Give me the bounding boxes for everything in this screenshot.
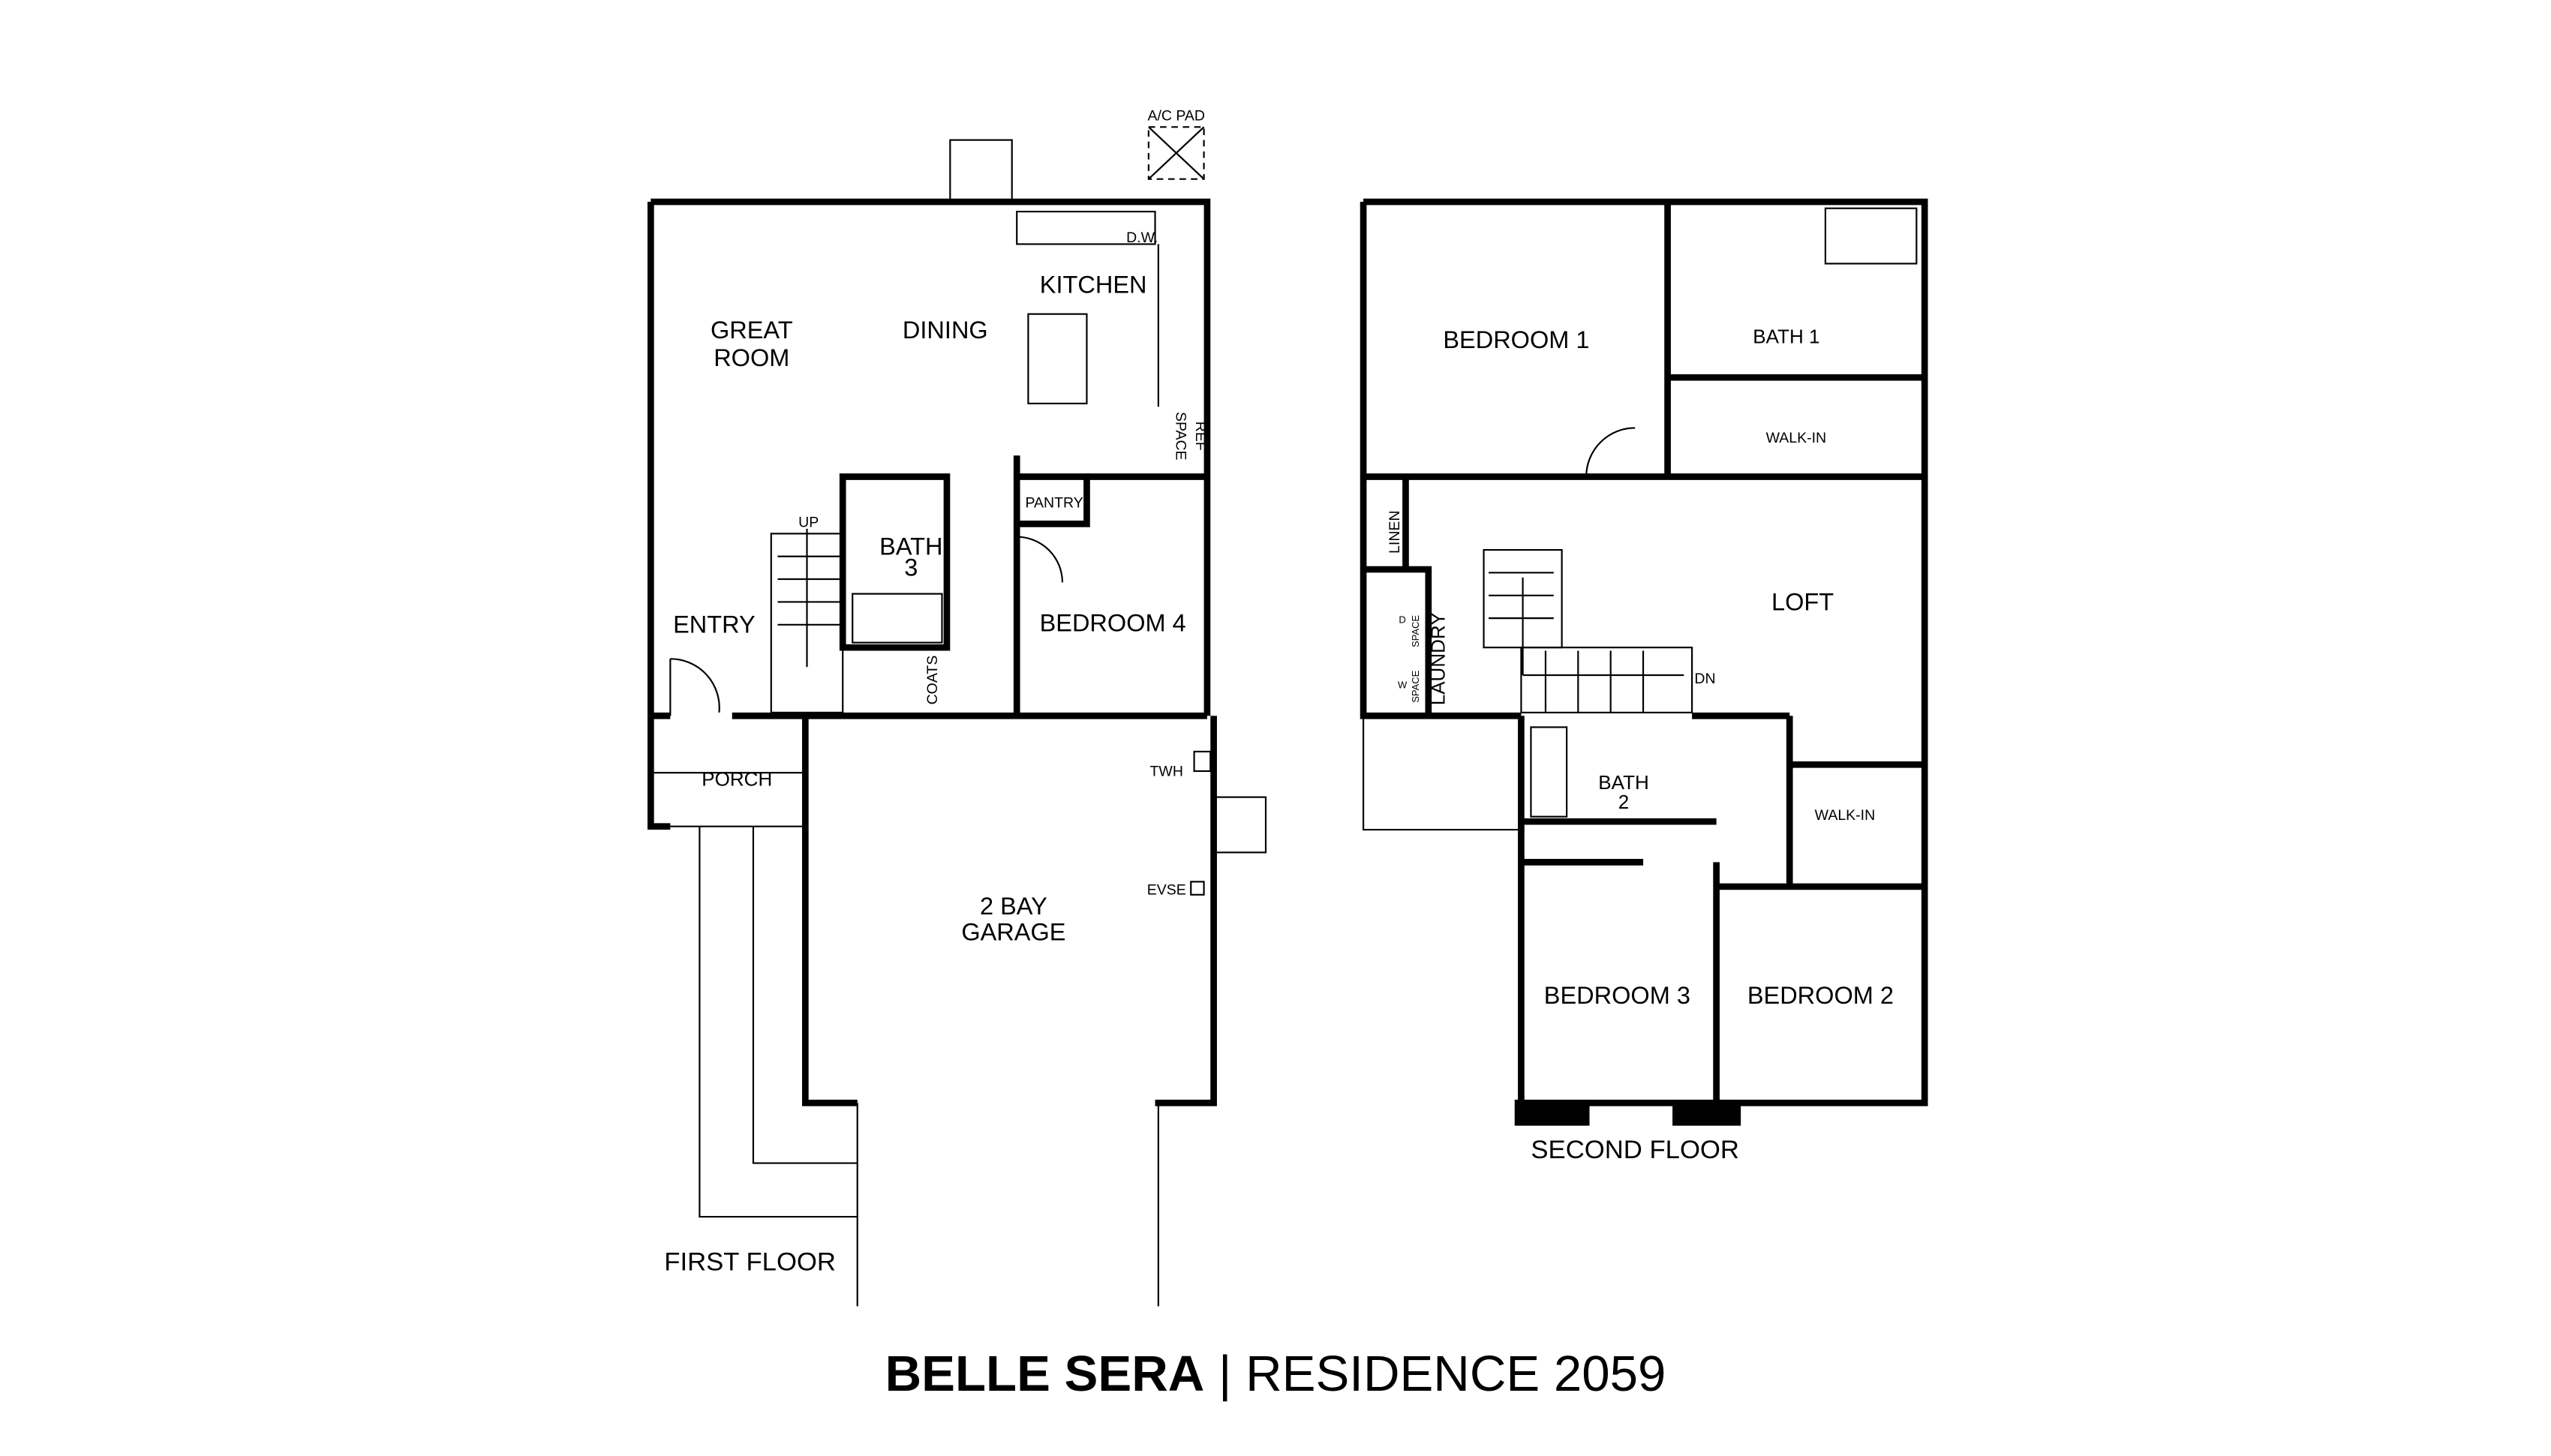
great-room-label: GREAT bbox=[711, 317, 793, 344]
bedroom2-label: BEDROOM 2 bbox=[1747, 982, 1894, 1009]
plan-title: BELLE SERA | RESIDENCE 2059 bbox=[885, 1346, 1666, 1402]
bedroom1-label: BEDROOM 1 bbox=[1443, 326, 1589, 353]
first-floor-caption: FIRST FLOOR bbox=[664, 1248, 836, 1277]
washer-label: W bbox=[1398, 679, 1408, 690]
coats-label: COATS bbox=[924, 656, 941, 705]
first-floor-plan bbox=[648, 126, 1267, 1307]
garage-label-2: GARAGE bbox=[961, 918, 1065, 945]
bedroom3-label: BEDROOM 3 bbox=[1544, 982, 1690, 1009]
bath3-label: BATH bbox=[879, 533, 942, 560]
dining-label: DINING bbox=[903, 317, 988, 344]
dryer-label: D bbox=[1399, 614, 1405, 626]
entry-label: ENTRY bbox=[673, 611, 756, 638]
community-name: BELLE SERA bbox=[885, 1346, 1205, 1402]
ac-pad-label: A/C PAD bbox=[1147, 108, 1205, 125]
bath2-label: BATH bbox=[1598, 771, 1648, 794]
washer-space-label: SPACE bbox=[1410, 670, 1421, 702]
title-separator: | bbox=[1218, 1346, 1231, 1402]
walkin1-label: WALK-IN bbox=[1766, 430, 1827, 446]
walkin2-label: WALK-IN bbox=[1815, 807, 1876, 824]
dishwasher-label: D.W. bbox=[1126, 230, 1158, 246]
dryer-space-label: SPACE bbox=[1410, 615, 1421, 647]
bath2-number: 2 bbox=[1618, 791, 1629, 813]
bath1-label: BATH 1 bbox=[1753, 326, 1819, 348]
second-floor-caption: SECOND FLOOR bbox=[1531, 1136, 1739, 1164]
loft-label: LOFT bbox=[1771, 588, 1834, 615]
evse-label: EVSE bbox=[1147, 882, 1186, 899]
garage-label: 2 BAY bbox=[980, 893, 1047, 920]
ref-label: REF bbox=[1192, 422, 1209, 451]
residence-name: RESIDENCE 2059 bbox=[1245, 1346, 1666, 1402]
porch-label: PORCH bbox=[702, 767, 772, 790]
linen-label: LINEN bbox=[1387, 510, 1403, 553]
stairs-down-label: DN bbox=[1694, 671, 1715, 687]
ac-pad bbox=[1147, 126, 1205, 180]
laundry-label: LAUNDRY bbox=[1427, 612, 1450, 705]
ref-space-label: SPACE bbox=[1173, 412, 1189, 461]
great-room-label-2: ROOM bbox=[714, 344, 789, 371]
twh-label: TWH bbox=[1150, 763, 1183, 779]
bath3-number: 3 bbox=[904, 554, 918, 581]
kitchen-label: KITCHEN bbox=[1040, 271, 1147, 298]
bedroom4-label: BEDROOM 4 bbox=[1040, 609, 1186, 636]
stairs-up-label: UP bbox=[798, 515, 819, 531]
pantry-label: PANTRY bbox=[1025, 495, 1083, 512]
second-floor-plan bbox=[1360, 198, 1928, 1126]
